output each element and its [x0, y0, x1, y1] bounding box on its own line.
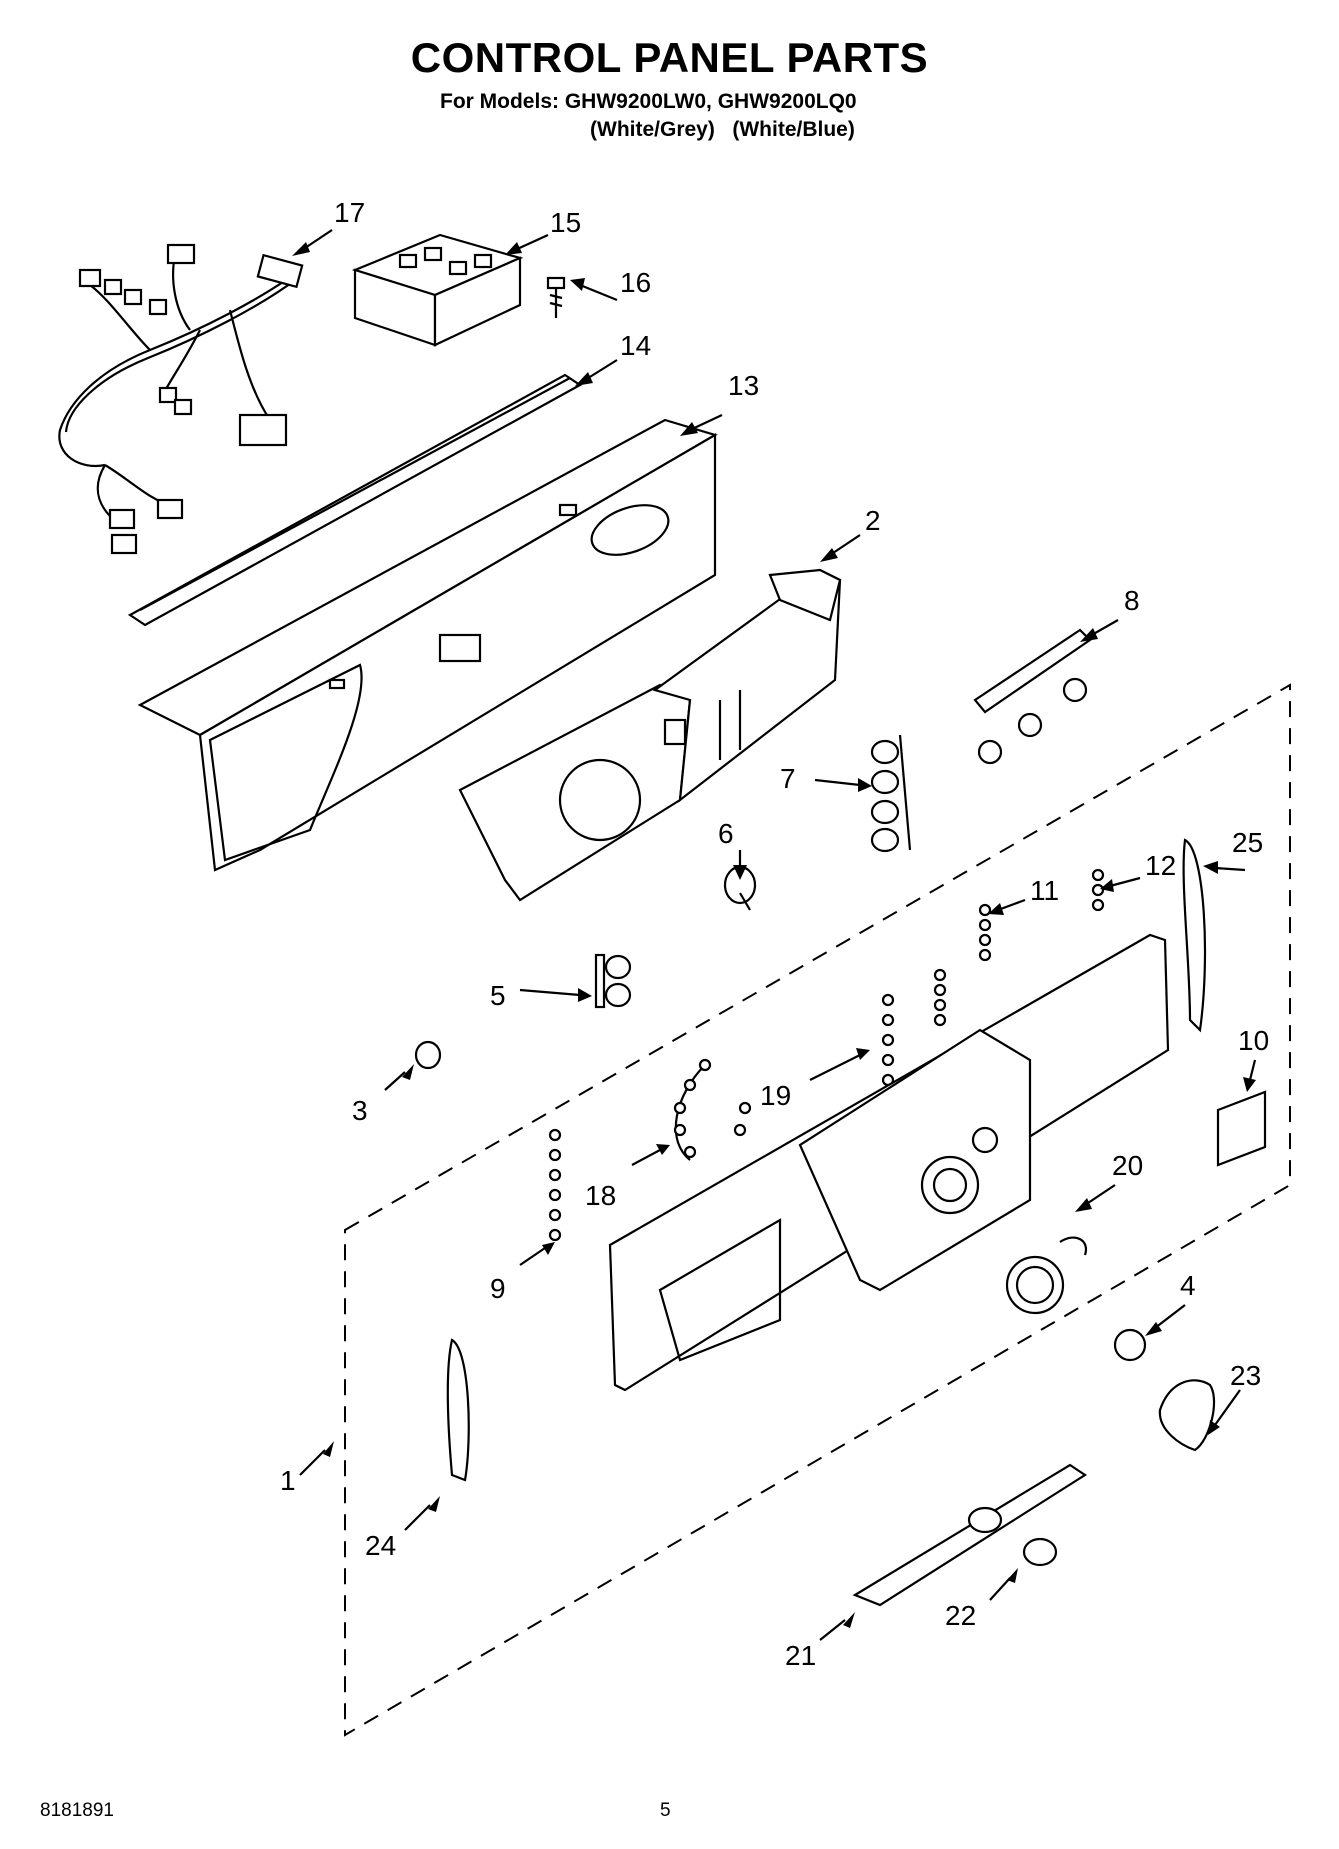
part-3-button: [414, 1040, 442, 1070]
part-13-console-housing: [137, 418, 718, 872]
models-line: For Models: GHW9200LW0, GHW9200LQ0: [440, 90, 857, 113]
document-number: 8181891: [40, 1800, 114, 1821]
color-variants-line: (White/Grey) (White/Blue): [590, 118, 855, 141]
callout-6: 6: [718, 818, 734, 849]
callout-1: 1: [280, 1465, 296, 1496]
callout-25: 25: [1232, 827, 1263, 858]
callout-12: 12: [1145, 850, 1176, 881]
part-16-screw: [546, 276, 566, 318]
control-panel-console: [608, 933, 1170, 1392]
part-23-knob: [1158, 1379, 1215, 1452]
callout-18: 18: [585, 1180, 616, 1211]
callout-2: 2: [865, 505, 881, 536]
callout-22: 22: [945, 1600, 976, 1631]
part-19-led-strip: [881, 993, 895, 1087]
callout-21: 21: [785, 1640, 816, 1671]
callout-10: 10: [1238, 1025, 1269, 1056]
callout-3: 3: [352, 1095, 368, 1126]
part-18-led-ring: [673, 1058, 752, 1161]
part-17-wire-harness: [58, 243, 304, 555]
page-title: CONTROL PANEL PARTS: [410, 34, 929, 81]
callout-7: 7: [780, 763, 796, 794]
callout-11: 11: [1030, 875, 1059, 906]
part-6-knob: [723, 865, 757, 911]
part-25-end-cap: [1182, 838, 1207, 1033]
part-20-dial: [1005, 1236, 1088, 1315]
part-9-led-column: [548, 1128, 562, 1242]
part-5-button-pair: [594, 953, 632, 1009]
callout-23: 23: [1230, 1360, 1261, 1391]
part-4-button: [1113, 1328, 1147, 1362]
leader-lines: [292, 229, 1257, 1641]
part-12-led-strip: [1091, 868, 1105, 912]
part-10-label: [1216, 1090, 1267, 1167]
page-number: 5: [660, 1800, 671, 1821]
callout-5: 5: [490, 980, 506, 1011]
part-11-led-strip: [933, 903, 992, 1027]
part-7-button-set: [870, 734, 912, 853]
callout-15: 15: [550, 207, 581, 238]
part-2-control-board: [458, 568, 842, 902]
callout-9: 9: [490, 1273, 506, 1304]
callout-8: 8: [1124, 585, 1140, 616]
part-8-switch-assembly: [973, 628, 1092, 765]
part-15-module: [351, 233, 524, 347]
part-21-trim-strip: [852, 1463, 1088, 1607]
callout-4: 4: [1180, 1270, 1196, 1301]
callout-19: 19: [760, 1080, 791, 1111]
part-22-lens: [1022, 1537, 1058, 1567]
callout-20: 20: [1112, 1150, 1143, 1181]
part-24-end-cap: [446, 1338, 470, 1482]
callout-14: 14: [620, 330, 651, 361]
callout-24: 24: [365, 1530, 396, 1561]
callout-17: 17: [334, 197, 365, 228]
callout-16: 16: [620, 267, 651, 298]
callout-13: 13: [728, 370, 759, 401]
